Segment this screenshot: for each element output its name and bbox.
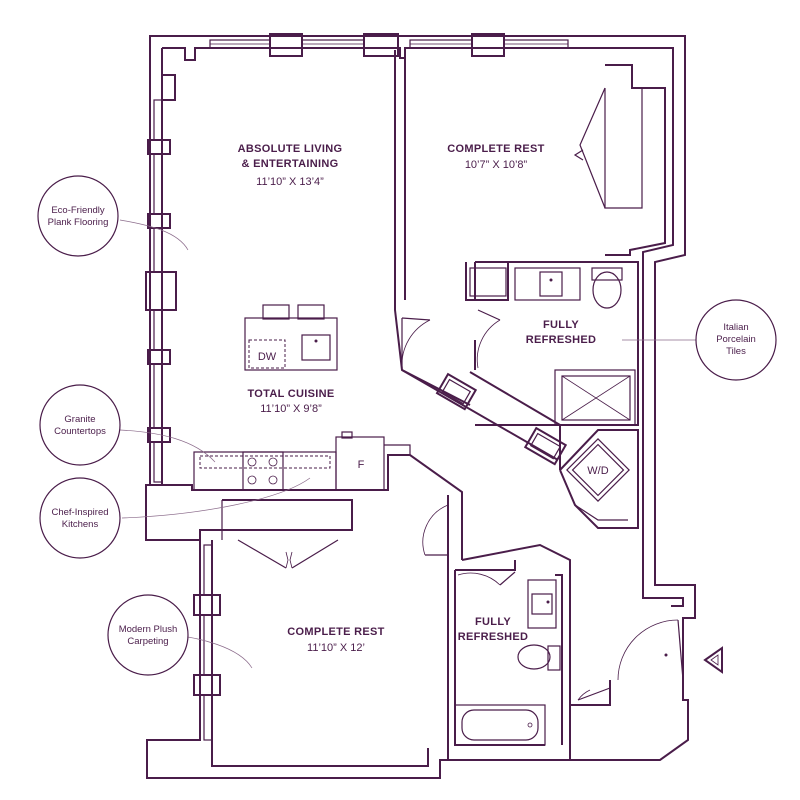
bath1-fixtures bbox=[514, 267, 636, 426]
callout-countertops-line1: Granite bbox=[64, 414, 95, 425]
callout-porcelain-tiles: Italian Porcelain Tiles bbox=[695, 299, 777, 381]
washer-dryer bbox=[566, 438, 630, 502]
callout-granite: Granite Countertops bbox=[39, 384, 121, 466]
top-windows bbox=[209, 33, 569, 57]
interior-walls bbox=[150, 50, 666, 760]
bath2-name-line1: FULLY bbox=[475, 616, 511, 628]
outer-walls bbox=[145, 35, 696, 779]
kitchen-counter bbox=[193, 431, 411, 491]
kitchen-name: TOTAL CUISINE bbox=[247, 388, 334, 400]
callout-tiles-line2: Porcelain bbox=[716, 334, 756, 345]
callout-eco-flooring: Eco-Friendly Plank Flooring bbox=[37, 175, 119, 257]
bedroom1-name: COMPLETE REST bbox=[447, 143, 544, 155]
callout-kitchens-line1: Chef-Inspired bbox=[51, 507, 108, 518]
bath2-name-line2: REFRESHED bbox=[458, 631, 529, 643]
callout-tiles-line1: Italian bbox=[723, 322, 748, 333]
washer-dryer-label: W/D bbox=[587, 465, 608, 477]
living-room-dims: 11’10” X 13’4” bbox=[256, 176, 324, 188]
kitchen-label: TOTAL CUISINE 11’10” X 9’8” bbox=[247, 388, 334, 415]
callout-plush-carpeting: Modern Plush Carpeting bbox=[107, 594, 189, 676]
bedroom2-name: COMPLETE REST bbox=[287, 626, 384, 638]
callout-countertops-line2: Countertops bbox=[54, 426, 106, 437]
callout-leaders bbox=[119, 219, 700, 669]
bath2-fixtures bbox=[454, 579, 561, 746]
bedroom2-dims: 11’10” X 12’ bbox=[307, 642, 365, 654]
bedroom1-label: COMPLETE REST 10’7” X 10’8” bbox=[447, 143, 544, 171]
bath1-name-line1: FULLY bbox=[543, 319, 579, 331]
callout-carpeting-line1: Modern Plush bbox=[119, 624, 178, 635]
fridge-label: F bbox=[358, 459, 365, 471]
callout-flooring-line2: Plank Flooring bbox=[48, 217, 109, 228]
kitchen-dims: 11’10” X 9’8” bbox=[260, 403, 322, 415]
callout-tiles-line3: Tiles bbox=[726, 346, 746, 357]
callout-carpeting-line2: Carpeting bbox=[127, 636, 168, 647]
bath2-label: FULLY REFRESHED bbox=[458, 616, 529, 643]
entry-triangle-icon bbox=[703, 646, 723, 674]
callout-kitchens-line2: Kitchens bbox=[62, 519, 99, 530]
bath1-name-line2: REFRESHED bbox=[526, 334, 597, 346]
bedroom2-label: COMPLETE REST 11’10” X 12’ bbox=[287, 626, 384, 654]
kitchen-island bbox=[244, 304, 338, 371]
living-room-label: ABSOLUTE LIVING & ENTERTAINING 11’10” X … bbox=[238, 143, 343, 188]
bedroom1-dims: 10’7” X 10’8” bbox=[465, 159, 528, 171]
callout-flooring-line1: Eco-Friendly bbox=[51, 205, 105, 216]
dishwasher-label: DW bbox=[258, 351, 277, 363]
doors bbox=[237, 309, 684, 701]
callout-chef-kitchens: Chef-Inspired Kitchens bbox=[39, 477, 121, 559]
left-windows bbox=[145, 99, 221, 741]
living-room-name-line2: & ENTERTAINING bbox=[242, 158, 339, 170]
bath1-label: FULLY REFRESHED bbox=[526, 319, 597, 346]
living-room-name-line1: ABSOLUTE LIVING bbox=[238, 143, 343, 155]
